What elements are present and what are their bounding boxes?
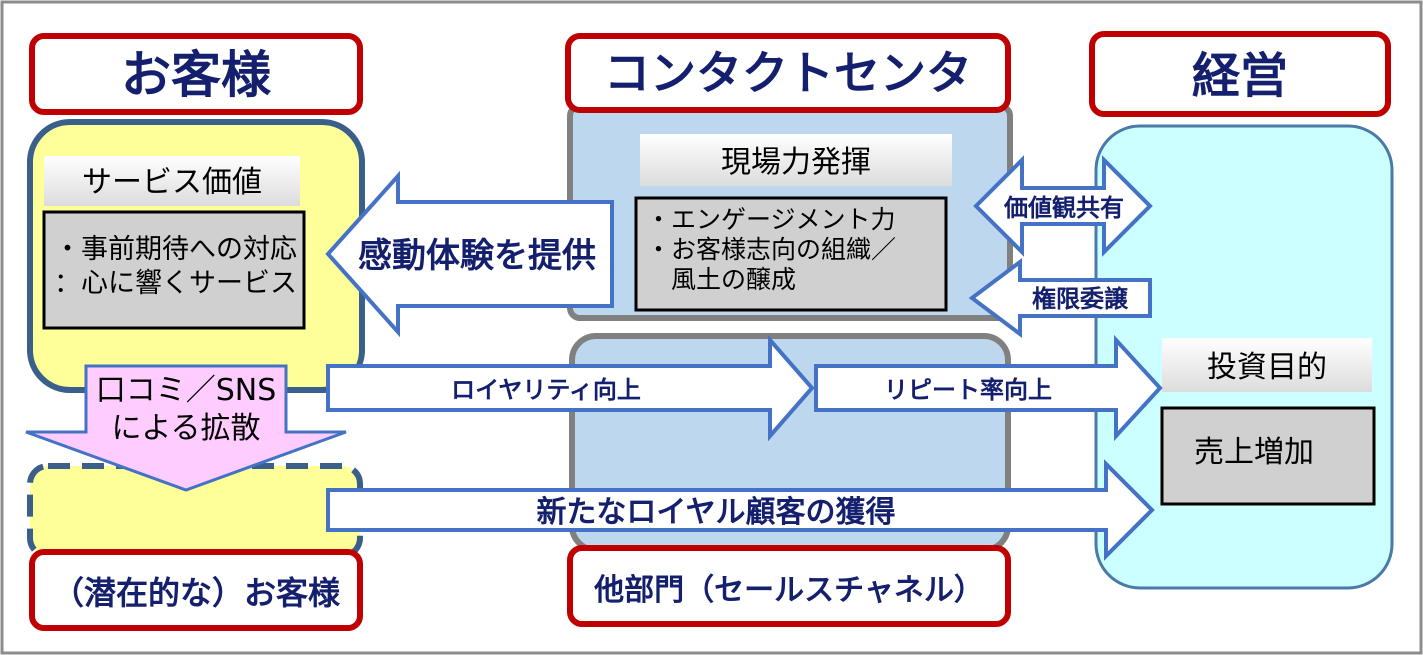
other-dept-header-box — [567, 545, 1011, 627]
field-power-label: 現場力発揮 — [721, 145, 871, 180]
customer-header-box — [29, 33, 363, 115]
shared-values-label: 価値観共有 — [1003, 194, 1124, 222]
repeat-up-arrow — [814, 334, 1163, 442]
impression-arrow — [325, 170, 614, 338]
word-of-mouth-label-line2: による拡散 — [111, 411, 260, 446]
service-item: ・事前期待への対応 — [54, 234, 297, 265]
sales-increase-label: 売上増加 — [1194, 435, 1314, 470]
sales-increase-box — [1160, 406, 1376, 506]
management-header: 経営 — [1192, 48, 1288, 104]
loyalty-up-arrow — [326, 334, 815, 442]
potential-customer-header-box — [29, 549, 363, 631]
loyalty-up-label: ロイヤリティ向上 — [451, 376, 641, 404]
repeat-up-label: リピート率向上 — [884, 376, 1052, 404]
investment-label: 投資目的 — [1207, 350, 1327, 385]
service-value-label-box — [44, 156, 300, 206]
delegation-label: 権限委譲 — [1032, 285, 1129, 313]
field-item: 風土の醸成 — [646, 265, 796, 294]
word-of-mouth-arrow — [25, 364, 347, 492]
new-loyal-arrow — [326, 459, 1155, 561]
service-items-box — [42, 210, 306, 330]
customer-header: お客様 — [121, 46, 272, 104]
investment-label-box — [1162, 338, 1372, 392]
other-dept-label: 他部門（セールスチャネル） — [593, 573, 984, 608]
impression-label: 感動体験を提供 — [358, 236, 596, 276]
shared-values-arrow — [973, 155, 1153, 257]
new-loyal-label: 新たなロイヤル顧客の獲得 — [536, 495, 895, 530]
contact-center-header: コンタクトセンタ — [604, 46, 972, 100]
field-power-label-box — [640, 134, 952, 186]
field-items-box — [634, 196, 948, 312]
service-value-label: サービス価値 — [82, 165, 262, 200]
service-item: ：心に響くサービス — [54, 268, 297, 299]
delegation-arrow — [968, 258, 1152, 338]
management-header-box — [1089, 31, 1391, 117]
potential-customer-label: （潜在的な）お客様 — [52, 574, 341, 612]
word-of-mouth-label-line1: 口コミ／SNS — [96, 373, 277, 408]
field-item: ・エンゲージメント力 — [646, 205, 896, 234]
field-item: ・お客様志向の組織／ — [646, 235, 896, 264]
contact-center-header-box — [565, 33, 1011, 113]
